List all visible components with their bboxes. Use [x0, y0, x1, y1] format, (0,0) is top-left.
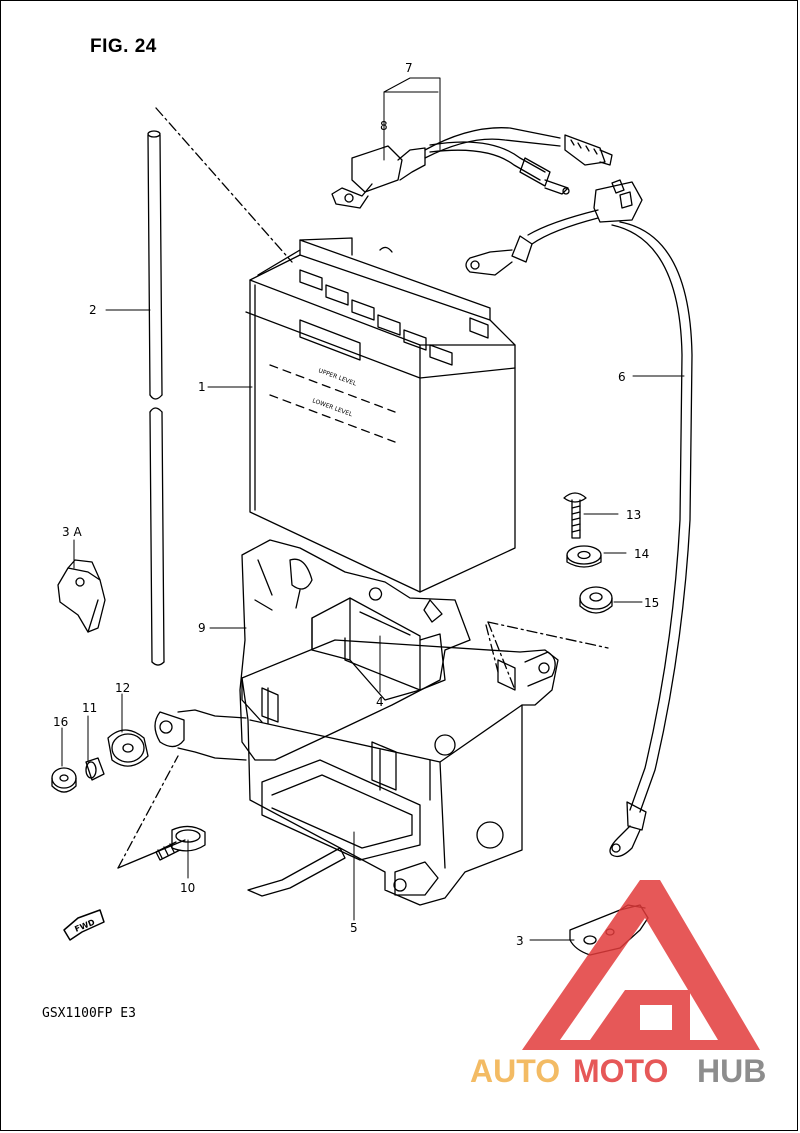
callout-9: 9 — [198, 621, 206, 635]
callout-3a: 3 A — [62, 525, 82, 539]
vent-tube — [147, 107, 293, 666]
figure-title: FIG. 24 — [90, 36, 157, 57]
watermark-text-moto: MOTO — [573, 1053, 668, 1089]
callout-7: 7 — [405, 61, 413, 75]
callout-1: 1 — [198, 380, 206, 394]
callout-16: 16 — [53, 715, 68, 729]
callout-2: 2 — [89, 303, 97, 317]
lower-level-label: LOWER LEVEL — [311, 397, 354, 418]
bolt-washer-cushion — [487, 492, 613, 649]
callout-13: 13 — [626, 508, 641, 522]
fwd-arrow — [63, 909, 105, 941]
callout-3: 3 — [516, 934, 524, 948]
ground-cable — [465, 179, 693, 858]
battery: UPPER LEVEL LOWER LEVEL — [245, 237, 516, 593]
callout-15: 15 — [644, 596, 659, 610]
callout-11: 11 — [82, 701, 97, 715]
watermark-text-auto: AUTO — [470, 1053, 560, 1089]
callout-5: 5 — [350, 921, 358, 935]
watermark-inner-mark-icon — [590, 990, 690, 1040]
callout-4: 4 — [376, 695, 384, 709]
bracket-3a — [57, 559, 106, 633]
watermark-text-hub: HUB — [697, 1053, 766, 1089]
callout-8: 8 — [380, 119, 388, 133]
battery-band — [311, 597, 446, 701]
automotohub-watermark: AUTO MOTO HUB — [470, 880, 766, 1089]
callout-10: 10 — [180, 881, 195, 895]
leader-lines — [61, 77, 685, 941]
battery-lead-wire — [331, 127, 613, 209]
battery-holder — [154, 621, 559, 906]
battery-plate — [239, 539, 471, 761]
callout-numbers: 1 2 3 3 A 4 5 6 7 8 9 10 11 12 13 14 15 … — [53, 61, 659, 948]
watermark-triangle-icon — [522, 880, 760, 1050]
model-code: GSX1100FP E3 — [42, 1006, 136, 1021]
callout-6: 6 — [618, 370, 626, 384]
hardware-set — [51, 729, 206, 869]
callout-12: 12 — [115, 681, 130, 695]
callout-14: 14 — [634, 547, 649, 561]
